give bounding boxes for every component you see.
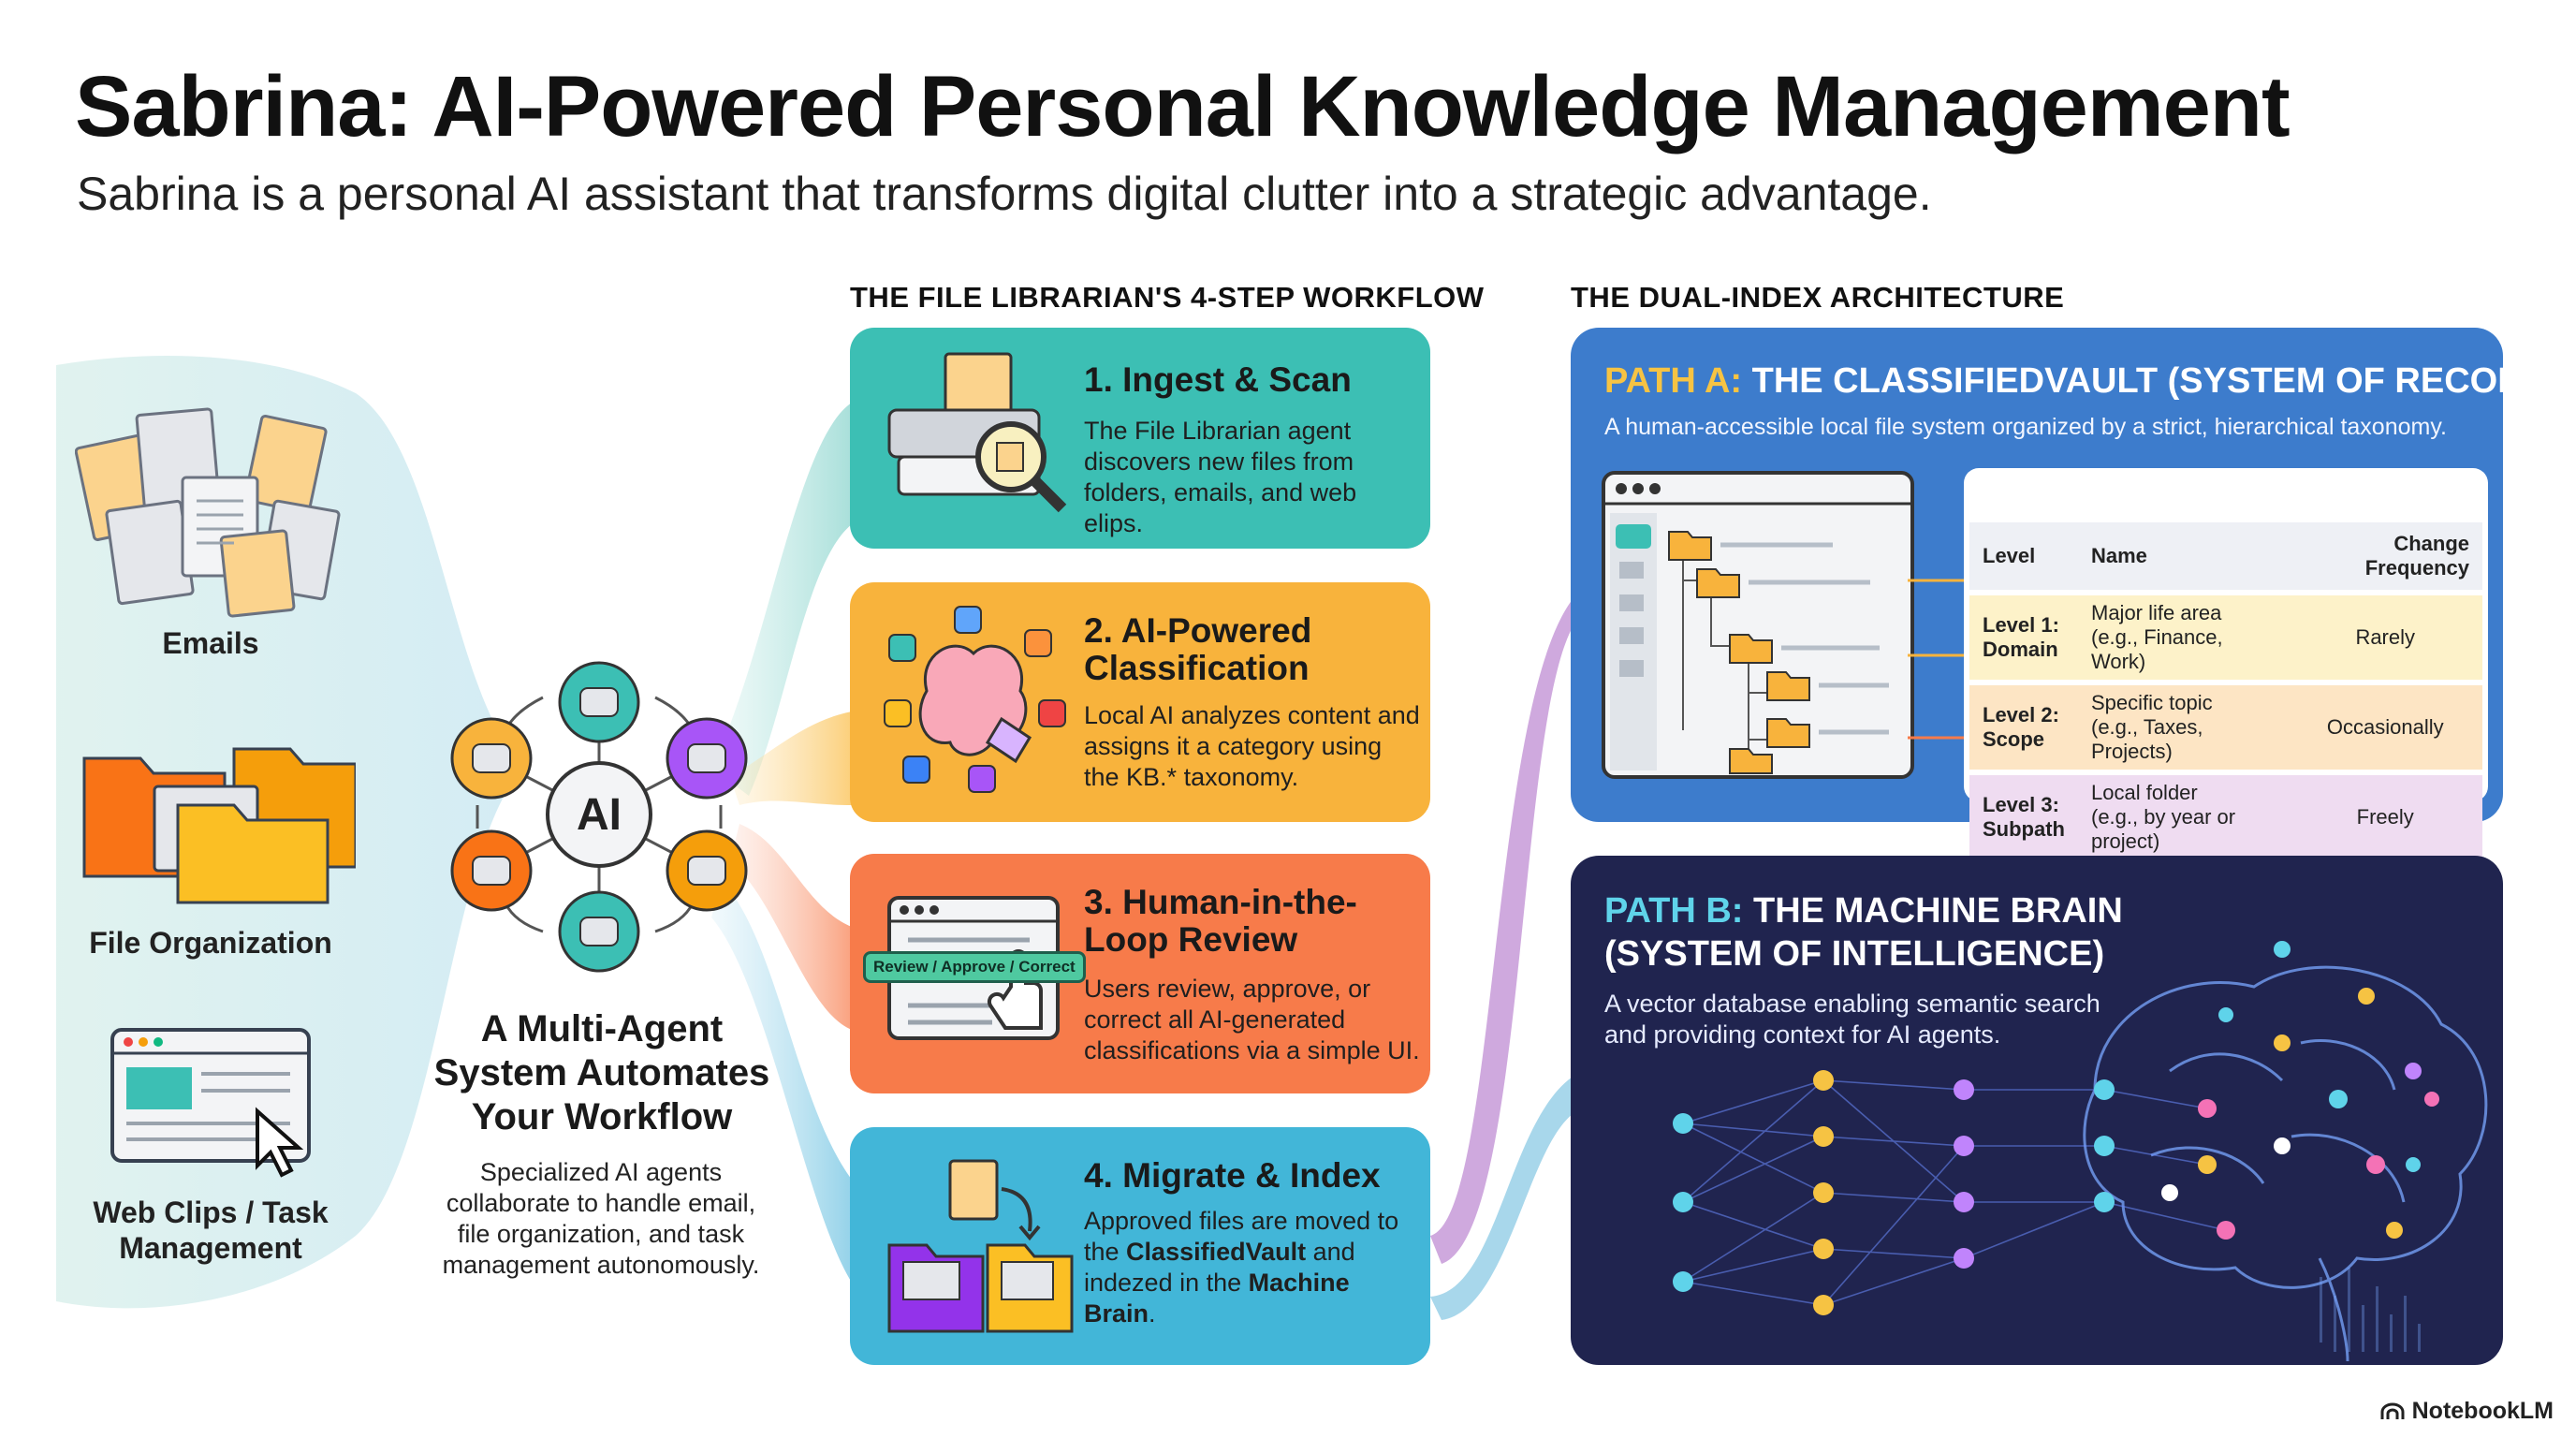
neural-network-brain-graphic [1673,941,2488,1362]
migrate-folders-icon [887,1159,1074,1333]
col-header-name: Name [2078,522,2289,590]
workflow-header: THE FILE LIBRARIAN'S 4-STEP WORKFLOW [850,281,1485,314]
ribbon-step1 [711,403,852,796]
ribbon-path-b [1430,1077,1573,1320]
emails-icon [75,407,341,618]
step-2-title: 2. AI-Powered Classification [1084,611,1312,687]
ribbon-step3 [730,824,852,1030]
ribbon-path-a [1430,599,1573,1264]
workflow-step-4: 4. Migrate & Index Approved files are mo… [850,1127,1430,1365]
workflow-step-2: 2. AI-Powered Classification Local AI an… [850,582,1430,822]
architecture-header: THE DUAL-INDEX ARCHITECTURE [1571,281,2065,314]
taxonomy-table-card: Level Name Change Frequency Level 1:Doma… [1964,468,2488,859]
scanner-magnifier-icon [887,352,1067,513]
workflow-step-3: Review / Approve / Correct 3. Human-in-t… [850,854,1430,1093]
brain-outline [2083,965,2488,1362]
source-label-web-clips: Web Clips / Task Management [93,1196,329,1265]
taxonomy-table: Level Name Change Frequency Level 1:Doma… [1969,517,2482,865]
source-label-emails: Emails [162,626,259,660]
table-row: Level 2:Scope Specific topic(e.g., Taxes… [1969,685,2482,770]
review-approve-correct-badge[interactable]: Review / Approve / Correct [863,951,1086,983]
path-b-title: PATH B: THE MACHINE BRAIN(SYSTEM OF INTE… [1604,891,2123,974]
path-a-description: A human-accessible local file system org… [1604,414,2447,440]
file-explorer-illustration [1602,471,1914,779]
agents-description: Specialized AI agents collaborate to han… [442,1158,760,1279]
data-stream-bars [2320,1268,2421,1352]
agent-icons [450,661,748,973]
step-1-title: 1. Ingest & Scan [1084,360,1352,399]
page-subtitle: Sabrina is a personal AI assistant that … [77,168,1932,220]
notebooklm-logo-icon [2380,1402,2405,1419]
web-clip-icon [110,1028,311,1178]
path-b-description: A vector database enabling semantic sear… [1604,990,2100,1049]
source-label-files: File Organization [89,926,332,960]
network-nodes [1673,941,2439,1315]
notebooklm-logo: NotebookLM [2380,1398,2554,1425]
ribbon-step4 [711,880,852,1283]
table-row: Level 1:Domain Major life area(e.g., Fin… [1969,595,2482,680]
machine-brain-term: Machine Brain [1084,1269,1350,1328]
ribbon-step2 [730,712,852,805]
agent-hub-label: AI [577,790,622,840]
col-header-level: Level [1969,522,2078,590]
path-a-panel: PATH A: THE CLASSIFIEDVAULT (SYSTEM OF R… [1571,328,2561,859]
agents-title: A Multi-Agent System Automates Your Work… [433,1008,770,1137]
network-edges [1682,1079,2227,1306]
path-a-title: PATH A: THE CLASSIFIEDVAULT (SYSTEM OF R… [1604,361,2561,401]
step-4-title: 4. Migrate & Index [1084,1156,1381,1195]
step-3-description: Users review, approve, or correct all AI… [1084,975,1420,1064]
folders-icon [82,747,356,904]
step-3-title: 3. Human-in-the-Loop Review [1084,883,1357,959]
workflow-step-1: 1. Ingest & Scan The File Librarian agen… [850,328,1430,549]
brain-classification-icon [884,606,1066,793]
table-row: Level 3:Subpath Local folder(e.g., by ye… [1969,775,2482,859]
col-header-frequency: Change Frequency [2288,522,2482,590]
classifiedvault-term: ClassifiedVault [1126,1238,1307,1266]
step-4-description: Approved files are moved to the Classifi… [1084,1207,1399,1328]
step-2-description: Local AI analyzes content and assigns it… [1084,701,1420,791]
agent-network-diagram: AI [450,661,748,973]
page-title: Sabrina: AI-Powered Personal Knowledge M… [75,59,2291,154]
step-1-description: The File Librarian agent discovers new f… [1084,417,1357,537]
path-b-panel: PATH B: THE MACHINE BRAIN(SYSTEM OF INTE… [1571,856,2503,1365]
